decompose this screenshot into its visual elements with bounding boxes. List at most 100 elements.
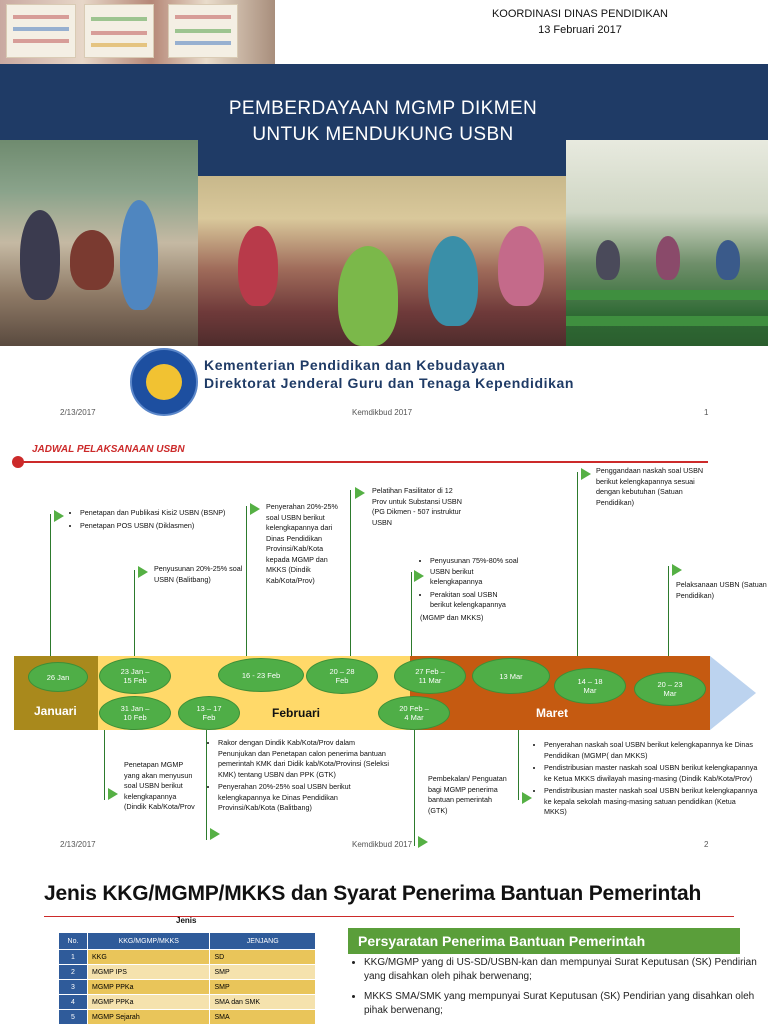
slide-number: 1 [704,408,708,417]
table-row: 1 KKG SD [59,950,316,965]
participant-figure [716,240,740,280]
organization-name: Kementerian Pendidikan dan Kebudayaan Di… [204,356,574,392]
table-cell: MGMP PPKa [88,980,210,995]
connector-line [577,472,578,656]
date-oval: 20 – 23 Mar [634,672,706,706]
title-line-2: UNTUK MENDUKUNG USBN [198,122,568,148]
date-oval: 16 - 23 Feb [218,658,304,692]
participant-figure [338,246,398,346]
date-oval: 26 Jan [28,662,88,692]
connector-line [411,572,412,656]
date-oval: 20 – 28 Feb [306,658,378,694]
connector-line [414,730,415,846]
date-oval: 13 – 17 Feb [178,696,240,730]
month-label-february: Februari [272,706,320,720]
milestone-note: Rakor dengan Dindik Kab/Kota/Prov dalam … [208,738,394,816]
table-cell: KKG [88,950,210,965]
note-item: Penyusunan 75%-80% soal USBN berikut kel… [430,556,520,588]
marker-arrow-icon [581,468,591,480]
note-item: Perakitan soal USBN berikut kelengkapann… [430,590,520,611]
requirements-header: Persyaratan Penerima Bantuan Pemerintah [348,928,740,954]
event-header: KOORDINASI DINAS PENDIDIKAN 13 Februari … [450,6,710,38]
table-cell: SMA dan SMK [210,995,316,1010]
slide-date: 2/13/2017 [60,840,96,849]
milestone-note: Pelaksanaan USBN (Satuan Pendidikan) [676,580,768,601]
table-cell: MGMP Sejarah [88,1010,210,1024]
timeline-arrow-icon [710,656,756,730]
title-bullet-icon [12,456,24,468]
table-label: Jenis [176,916,196,925]
poster-image [6,4,76,58]
table-row: 5 MGMP Sejarah SMA [59,1010,316,1024]
table-row: 3 MGMP PPKa SMP [59,980,316,995]
table-cell: 5 [59,1010,88,1024]
table-cell: 2 [59,965,88,980]
marker-arrow-icon [355,487,365,499]
table-row: 4 MGMP PPKa SMA dan SMK [59,995,316,1010]
column-header: JENJANG [210,933,316,950]
note-item: Penetapan POS USBN (Diklasmen) [80,521,230,532]
milestone-note: Pelatihan Fasilitator di 12 Prov untuk S… [372,486,462,528]
table-header-row: No. KKG/MGMP/MKKS JENJANG [59,933,316,950]
milestone-note: Penyusunan 75%-80% soal USBN berikut kel… [420,556,520,623]
marker-arrow-icon [108,788,118,800]
marker-arrow-icon [418,836,428,848]
participant-figure [238,226,278,306]
connector-line [518,730,519,800]
marker-arrow-icon [138,566,148,578]
date-oval: 31 Jan – 10 Feb [99,696,171,730]
table-cell: MGMP IPS [88,965,210,980]
marker-arrow-icon [250,503,260,515]
milestone-note: Penetapan MGMP yang akan menyusun soal U… [124,760,200,813]
table-cell: SMA [210,1010,316,1024]
event-title: KOORDINASI DINAS PENDIDIKAN [450,6,710,22]
marker-arrow-icon [54,510,64,522]
event-date: 13 Februari 2017 [450,22,710,38]
slide-2: JADWAL PELAKSANAAN USBN Penetapan dan Pu… [0,430,768,862]
table-row: 2 MGMP IPS SMP [59,965,316,980]
poster-image [168,4,238,58]
presentation-title: PEMBERDAYAAN MGMP DIKMEN UNTUK MENDUKUNG… [198,64,568,176]
table-cell: 4 [59,995,88,1010]
table-cell: MGMP PPKa [88,995,210,1010]
title-underline [44,916,734,917]
poster-image [84,4,154,58]
table-cell: SMP [210,980,316,995]
group-type-table: No. KKG/MGMP/MKKS JENJANG 1 KKG SD 2 MGM… [58,932,316,1024]
date-oval: 27 Feb – 11 Mar [394,658,466,694]
slide-footer-text: Kemdikbud 2017 [352,408,412,417]
marker-arrow-icon [522,792,532,804]
milestone-note: Penetapan dan Publikasi Kisi2 USBN (BSNP… [70,508,230,533]
note-item: Pendistribusian master naskah soal USBN … [544,786,760,818]
month-label-march: Maret [536,706,568,720]
note-item: Pendistribusian master naskah soal USBN … [544,763,760,784]
note-item: Penetapan dan Publikasi Kisi2 USBN (BSNP… [80,508,230,519]
date-oval: 13 Mar [472,658,550,694]
tut-wuri-handayani-logo-icon [130,348,198,416]
desk-row [566,290,768,300]
milestone-note: Penyerahan 20%-25% soal USBN berikut kel… [266,502,346,586]
connector-line [104,730,105,800]
participant-figure [70,230,114,290]
participant-figure [656,236,680,280]
schedule-title: JADWAL PELAKSANAAN USBN [32,444,185,455]
title-underline [18,461,708,463]
requirement-item: KKG/MGMP yang di US-SD/USBN-kan dan memp… [364,956,758,984]
classroom-photo-left [0,140,198,346]
slide-title: Jenis KKG/MGMP/MKKS dan Syarat Penerima … [44,882,701,906]
table-cell: SD [210,950,316,965]
date-oval: 20 Feb – 4 Mar [378,696,450,730]
note-item: Penyerahan naskah soal USBN berikut kele… [544,740,760,761]
slide-1: KOORDINASI DINAS PENDIDIKAN 13 Februari … [0,0,768,430]
column-header: KKG/MGMP/MKKS [88,933,210,950]
date-oval: 14 – 18 Mar [554,668,626,704]
workshop-posters-photo [0,0,275,64]
column-header: No. [59,933,88,950]
requirements-list: KKG/MGMP yang di US-SD/USBN-kan dan memp… [348,956,758,1024]
desk-row [566,316,768,326]
participant-figure [428,236,478,326]
classroom-photo-middle [198,176,566,346]
connector-line [50,514,51,656]
date-oval: 23 Jan – 15 Feb [99,658,171,694]
participant-figure [596,240,620,280]
